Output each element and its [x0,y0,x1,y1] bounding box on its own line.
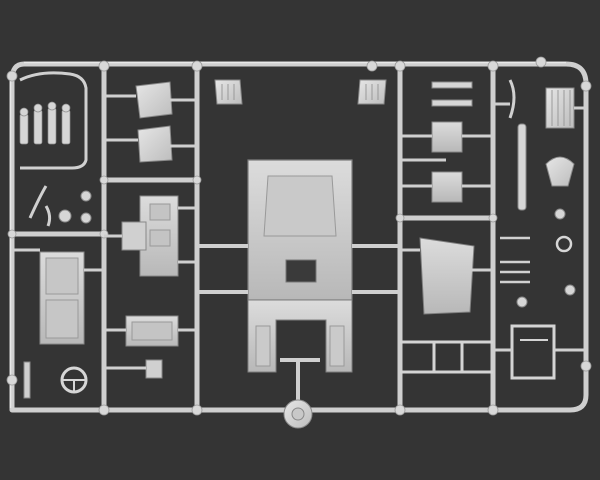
hull-floor [263,175,337,237]
bed-frame-panel [45,299,79,339]
frame-knobs [6,56,592,416]
small-figure-head [33,103,43,113]
knob [99,175,109,185]
knob [580,80,592,92]
stick-parts [19,71,88,170]
hook-part [508,79,516,119]
tag-center [291,407,305,421]
knob [487,404,499,416]
seat-part [137,125,173,163]
round-part [564,284,576,296]
lever-part [28,185,48,219]
knob [535,56,547,68]
stick-part [19,71,88,170]
bed-frame-part [39,251,85,345]
small-rods [500,236,530,284]
round-part [58,209,72,223]
box-part [431,171,463,203]
steering-wheel-part [60,366,88,394]
hull-part [247,159,353,373]
frame-outline [9,61,589,413]
small-figures [19,101,71,145]
gates-col5 [493,102,586,352]
small-figure [19,113,29,145]
rod-part [23,361,31,399]
round-part [554,208,566,220]
sprue-frame [9,61,589,413]
small-figure [33,109,43,145]
knob [98,60,110,72]
hull-opening [285,259,317,283]
gates-col2-bottom [104,328,197,370]
radiator-part [545,87,575,129]
seat-part [135,81,173,119]
knob [394,60,406,72]
round-part [80,190,92,202]
small-figure-head [47,101,57,111]
knob [192,175,202,185]
knob [487,60,499,72]
bar-part [431,81,473,89]
knob [6,374,18,386]
knob [6,70,18,82]
hull-gates [197,244,400,362]
knob [191,404,203,416]
tray-inner [131,321,173,341]
knob [7,229,17,239]
small-figure [61,109,71,145]
knob [98,404,110,416]
gates-col4-mid [400,248,493,272]
axle-part [517,123,527,211]
ladder-part [400,340,493,374]
fender-part [419,237,475,315]
bracket-part [545,156,575,187]
small-figure [47,107,57,145]
column-4-parts [400,81,493,374]
engine-part [121,195,179,277]
gates-col2-mid [104,206,197,264]
seat-frame-part [510,324,556,380]
small-figure-head [61,103,71,113]
bar-part [431,99,473,107]
hull-rear-detail [329,325,345,367]
small-figure-head [19,107,29,117]
hook-part [44,205,52,227]
round-part [516,296,528,308]
round-part [80,212,92,224]
gates-col4-top [400,134,493,188]
column-5-parts [493,79,586,380]
gates-col2-top [104,94,197,148]
seat-frame [510,324,556,380]
hull-rear-detail [255,325,271,367]
engine-detail [149,229,171,247]
knob [191,60,203,72]
frame-highlights [9,61,566,408]
bed-frame-panel [45,257,79,295]
column-2-parts [104,81,197,379]
knob [395,213,405,223]
knob [488,213,498,223]
ring-part [555,235,573,253]
box-part [431,121,463,153]
hull-rear [247,299,353,373]
small-box-part [145,359,163,379]
knob [366,60,378,72]
engine-detail [149,203,171,221]
column-1-parts [12,71,104,399]
grille-lines [221,84,379,100]
sprue-tag [283,360,313,429]
knob [394,404,406,416]
knob [580,360,592,372]
radiator-lines [551,90,571,126]
engine-side [121,221,147,251]
